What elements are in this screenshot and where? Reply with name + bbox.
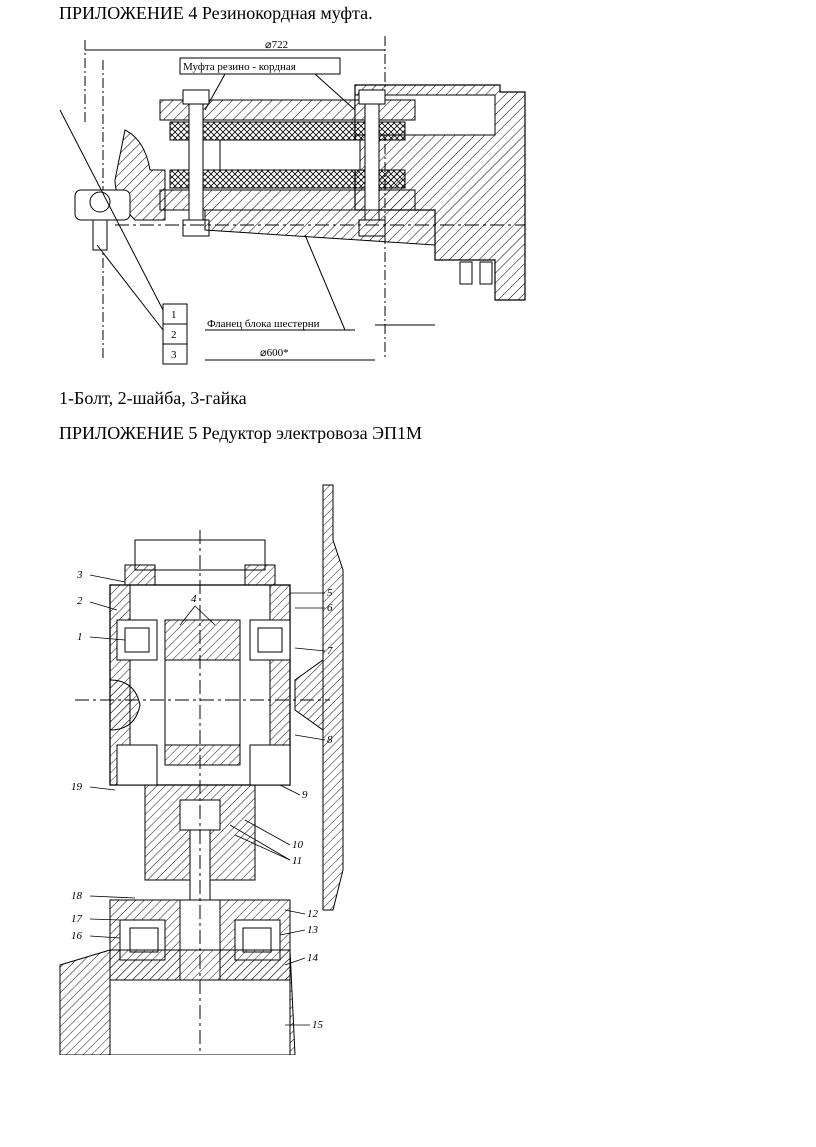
gearbox-callout-18: 18 [71,890,83,902]
gearbox-callout-1: 1 [77,631,83,643]
dim-600: ⌀600* [260,347,289,359]
gearbox-callout-9: 9 [302,789,308,801]
gearbox-callout-8: 8 [327,734,333,746]
appendix-4-title: ПРИЛОЖЕНИЕ 4 Резинокордная муфта. [59,3,373,23]
gearbox-callout-3: 3 [76,569,83,581]
gearbox-callout-12: 12 [307,908,319,920]
callout-2: 2 [171,329,177,341]
gearbox-callout-19: 19 [71,781,83,793]
gearbox-callout-15: 15 [312,1019,324,1031]
gearbox-callout-2: 2 [77,595,83,607]
dim-722: ⌀722 [265,39,288,51]
appendix-4-caption: 1-Болт, 2-шайба, 3-гайка [59,388,247,408]
label-rubber-cord-coupling: Муфта резино - кордная [183,61,296,73]
gearbox-callout-16: 16 [71,930,83,942]
callout-1: 1 [171,309,177,321]
gearbox-drawing: 3 2 1 4 5 6 7 8 9 10 11 12 13 14 15 16 1… [59,484,344,1055]
coupling-drawing: ⌀722 Муфта резино - кордная 1 2 3 Фланец… [59,36,526,365]
gearbox-callout-6: 6 [327,602,333,614]
gearbox-callout-11: 11 [292,855,302,867]
callout-3: 3 [171,349,177,361]
gearbox-callout-14: 14 [307,952,319,964]
gearbox-callout-17: 17 [71,913,83,925]
gearbox-callout-10: 10 [292,839,304,851]
gearbox-callout-5: 5 [327,587,333,599]
label-gear-flange: Фланец блока шестерни [207,318,320,330]
appendix-5-title: ПРИЛОЖЕНИЕ 5 Редуктор электровоза ЭП1М [59,423,423,443]
gearbox-callout-7: 7 [327,645,333,657]
gearbox-callout-13: 13 [307,924,319,936]
gearbox-callout-4: 4 [191,593,197,605]
